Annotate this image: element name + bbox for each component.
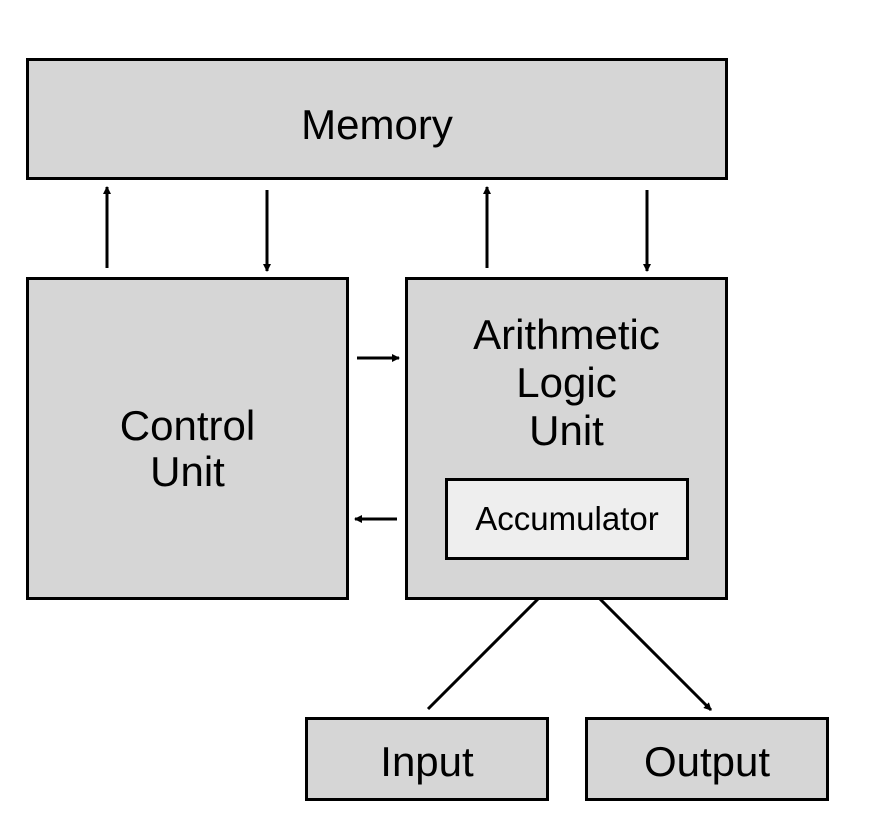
output-label: Output [643,738,771,785]
input-box: Input [305,717,549,801]
input-label: Input [380,738,474,785]
control-unit-label: Control Unit [119,402,256,495]
memory-label: Memory [301,101,453,148]
control-unit-box: Control Unit [26,277,349,600]
output-box: Output [585,717,829,801]
accumulator-box: Accumulator [445,478,689,560]
memory-box: Memory [26,58,728,180]
accumulator-label: Accumulator [475,500,659,537]
alu-label: Arithmetic Logic Unit [473,311,660,454]
